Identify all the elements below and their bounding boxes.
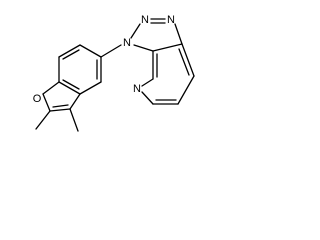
bond-c3a-c4 <box>79 81 102 95</box>
bond-c7-c7a <box>181 43 195 77</box>
bond-n4-c5 <box>141 91 154 105</box>
bond-c3a-n3 <box>133 44 154 52</box>
bond-c3-methyl <box>69 108 79 132</box>
molecule-structure: O N N N N <box>33 14 195 132</box>
bond-c2-c3-inner <box>52 104 69 108</box>
bond-n3-n2 <box>130 23 141 39</box>
atom-furan-oxygen: O <box>33 93 42 105</box>
bond-c5-c6 <box>79 44 102 58</box>
bond-n1-c7a <box>174 23 183 45</box>
bond-c7-c7a-inner <box>178 48 190 76</box>
bond-c7a-c3a <box>152 43 183 52</box>
bond-c6-c7-inner <box>62 49 80 60</box>
bond-c6-c7 <box>58 44 81 58</box>
bond-c7a-o1 <box>42 81 60 95</box>
structure-canvas: O N N N N <box>0 0 225 143</box>
bond-c2-methyl <box>35 110 51 130</box>
bond-c4-n4 <box>141 78 154 87</box>
bond-c7a-c3a-inner <box>62 79 80 90</box>
atom-triazole-n1: N <box>167 14 175 26</box>
atom-triazole-n2: N <box>141 14 149 26</box>
bond-c2-c3 <box>49 108 71 112</box>
atom-triazole-n3: N <box>123 37 131 49</box>
bond-c6-c7 <box>177 75 195 105</box>
bond-c7a-c3a <box>58 81 81 95</box>
bond-c3-c3a <box>69 93 81 110</box>
atom-pyridine-n: N <box>133 83 141 95</box>
bond-o1-c2 <box>42 93 51 112</box>
bond-aryl-n3 <box>100 44 122 58</box>
